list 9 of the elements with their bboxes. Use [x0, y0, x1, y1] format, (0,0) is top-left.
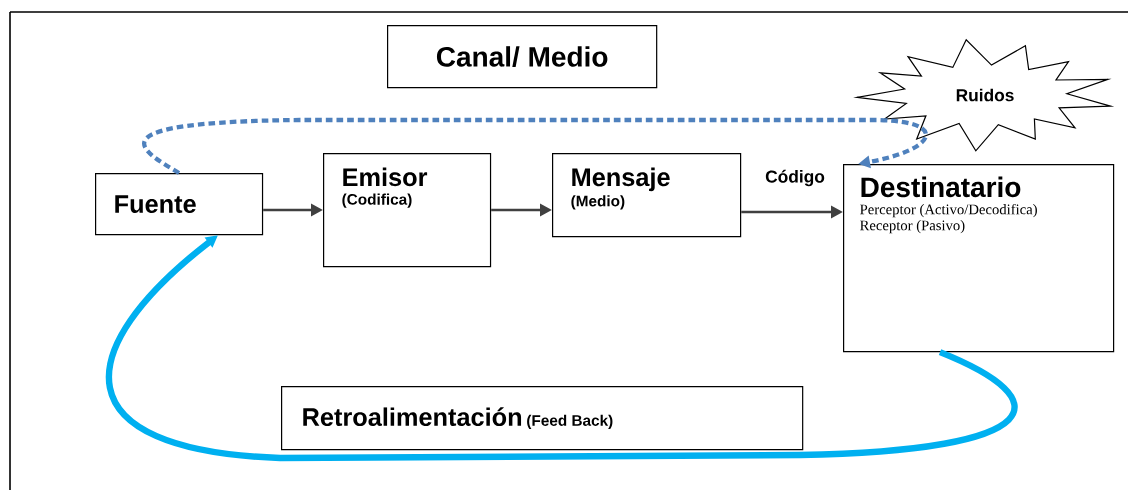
title-box: Canal/ Medio: [387, 25, 658, 89]
process-box: Fuente: [95, 173, 264, 236]
receiver-box: Destinatario Perceptor (Activo/Decodifica) Receptor (Pasivo): [843, 164, 1115, 353]
process-box: Mensaje (Medio): [552, 153, 742, 238]
arrow: [106, 235, 1017, 462]
process-box: Emisor (Codifica): [323, 153, 492, 268]
edge-label: Código: [763, 168, 827, 188]
feedback-box: Retroalimentación (Feed Back): [281, 386, 804, 451]
arrow: [142, 117, 928, 175]
